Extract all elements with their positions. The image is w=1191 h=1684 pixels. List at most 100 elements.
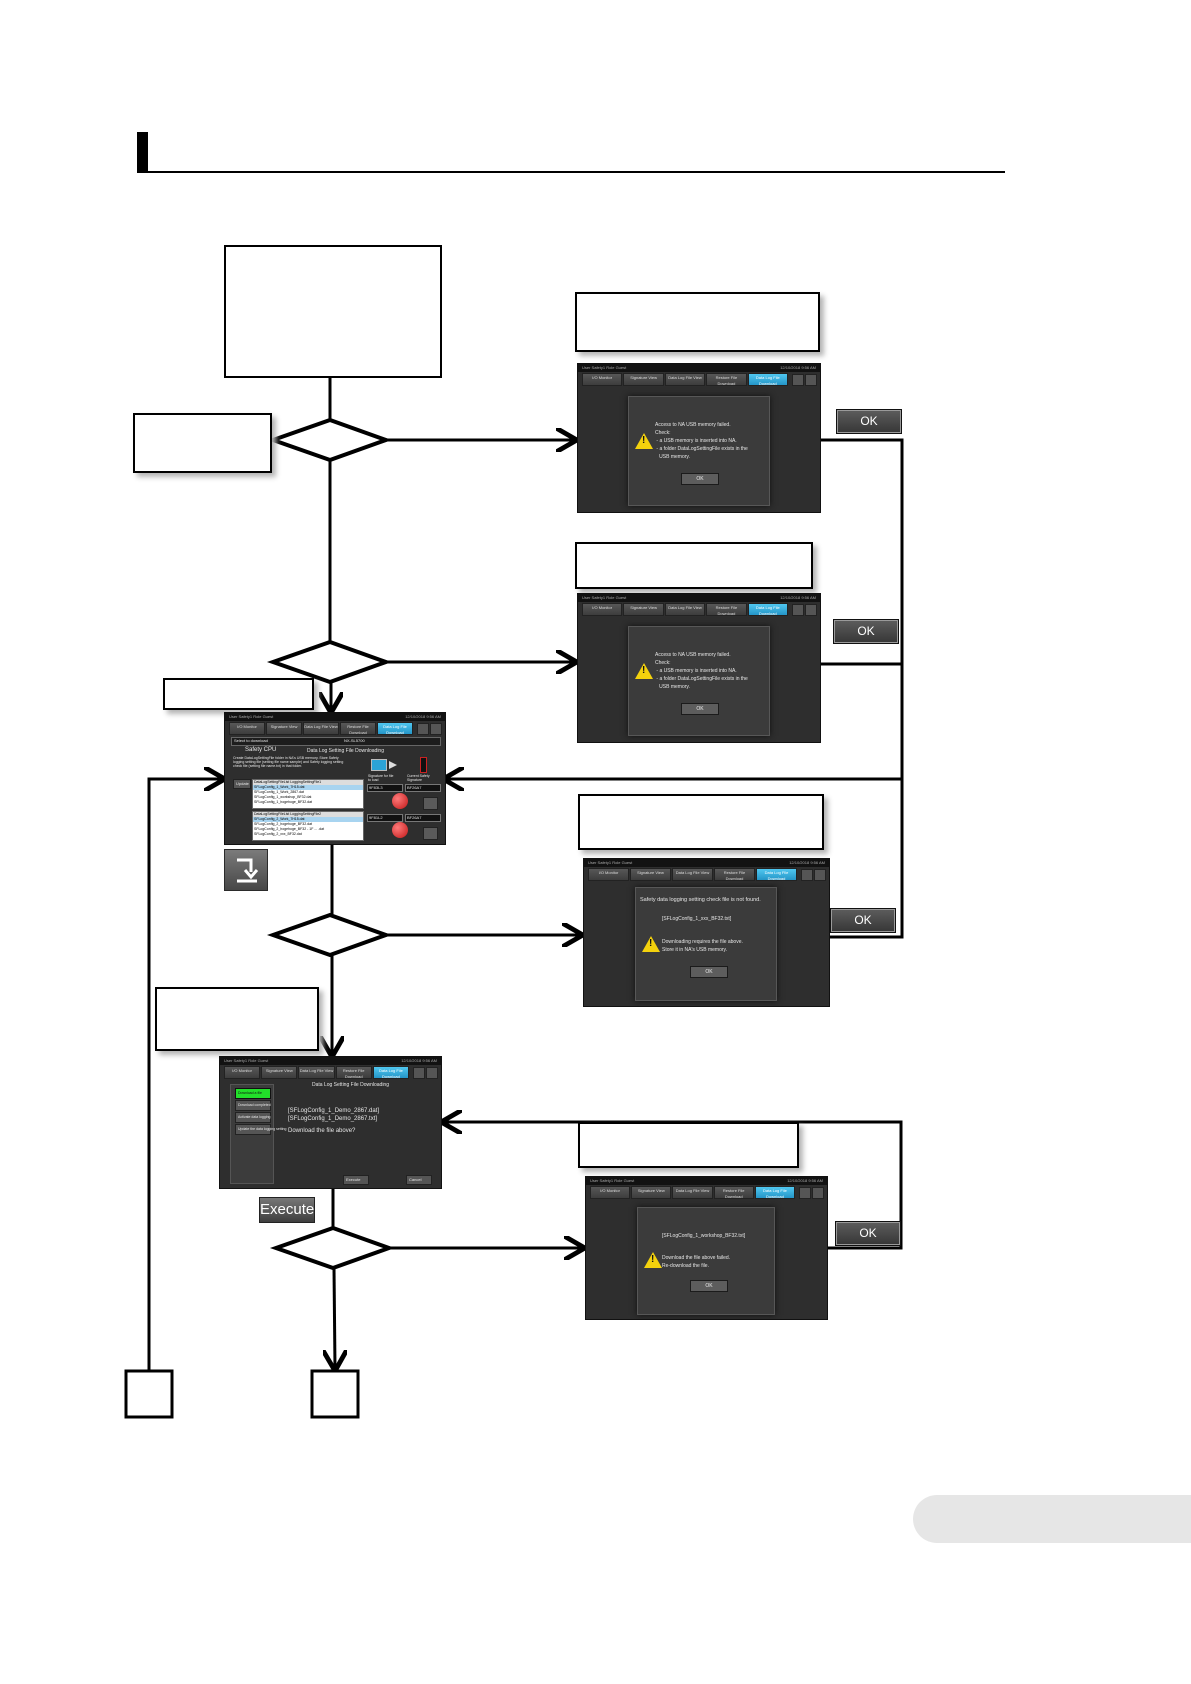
error-caption-box-4 xyxy=(578,1122,799,1168)
tab-data-log-download[interactable]: Data Log File Download xyxy=(372,1066,410,1079)
tab-signature-view[interactable]: Signature View xyxy=(266,722,302,735)
signature-file-text-2: 9F81L2 xyxy=(369,815,383,820)
step-download-file: Download a file xyxy=(235,1088,271,1099)
dialog-ok-button[interactable]: OK xyxy=(690,1280,728,1292)
flow-line-return-1 xyxy=(821,438,904,939)
download-screen-title: Data Log Setting File Downloading xyxy=(307,748,384,754)
update-button[interactable]: Update xyxy=(233,779,251,789)
warning-icon xyxy=(635,433,653,449)
tab-signature-view[interactable]: Signature View xyxy=(261,1066,298,1079)
ok-button-2[interactable]: OK xyxy=(833,619,899,644)
tab-data-log-view[interactable]: Data Log File View xyxy=(664,603,706,616)
execute-button[interactable]: Execute xyxy=(259,1197,315,1223)
download-failed-filename: [SFLogConfig_1_workshop_BF32.txt] xyxy=(662,1233,746,1239)
menu-icon[interactable] xyxy=(812,1187,824,1199)
tab-signature-view[interactable]: Signature View xyxy=(623,373,664,386)
tab-data-log-view[interactable]: Data Log File View xyxy=(672,868,713,881)
signature-compare-button-1[interactable] xyxy=(392,793,408,809)
tab-io-monitor[interactable]: I/O Monitor xyxy=(582,373,623,386)
download-icon-button[interactable] xyxy=(224,849,268,891)
zoom-icon[interactable] xyxy=(413,1067,425,1079)
tab-signature-view[interactable]: Signature View xyxy=(623,603,664,616)
menu-icon[interactable] xyxy=(805,604,817,616)
cancel-button-small[interactable]: Cancel xyxy=(406,1175,432,1185)
menu-icon[interactable] xyxy=(805,374,817,386)
confirm-files: [SFLogConfig_1_Demo_2867.dat] [SFLogConf… xyxy=(288,1108,380,1122)
menu-icon[interactable] xyxy=(814,869,826,881)
dialog-ok-button[interactable]: OK xyxy=(681,473,719,485)
zoom-icon[interactable] xyxy=(792,374,804,386)
tab-restore-download[interactable]: Restore File Download xyxy=(713,1186,754,1199)
tab-data-log-download[interactable]: Data Log File Download xyxy=(756,868,797,881)
hmi-clock: 12/10/2018 9:56 AM xyxy=(787,1178,823,1183)
hmi-clock: 12/10/2018 9:56 AM xyxy=(780,595,816,600)
tab-data-log-download[interactable]: Data Log File Download xyxy=(377,722,413,735)
zoom-icon[interactable] xyxy=(417,723,429,735)
file-list-1-item[interactable]: SFLogConfig_1_workshop_BF32.dat xyxy=(254,795,312,799)
tab-data-log-download[interactable]: Data Log File Download xyxy=(747,373,789,386)
file-list-1-item[interactable]: SFLogConfig_1_Work_2867.dat xyxy=(254,790,304,794)
tab-io-monitor[interactable]: I/O Monitor xyxy=(588,868,629,881)
decision-label-box-2 xyxy=(155,987,319,1051)
tab-io-monitor[interactable]: I/O Monitor xyxy=(582,603,623,616)
tab-data-log-view[interactable]: Data Log File View xyxy=(672,1186,713,1199)
hmi-clock: 12/10/2018 9:56 AM xyxy=(789,860,825,865)
file-list-1-item[interactable]: SFLogConfig_1_hogehoge_BF32.dat xyxy=(254,800,312,804)
tab-data-log-view[interactable]: Data Log File View xyxy=(298,1066,335,1079)
download-icon-button-1[interactable] xyxy=(423,797,438,810)
dialog-ok-button[interactable]: OK xyxy=(681,703,719,715)
tab-data-log-view[interactable]: Data Log File View xyxy=(664,373,706,386)
ok-button-3[interactable]: OK xyxy=(830,908,896,933)
file-list-2-item[interactable]: SFLogConfig_2_hogehoge_BF32.dat xyxy=(254,822,312,826)
menu-icon[interactable] xyxy=(426,1067,438,1079)
tab-data-log-download[interactable]: Data Log File Download xyxy=(754,1186,796,1199)
tab-restore-download[interactable]: Restore File Download xyxy=(335,1066,372,1079)
tab-data-log-view[interactable]: Data Log File View xyxy=(303,722,339,735)
tab-io-monitor[interactable]: I/O Monitor xyxy=(590,1186,631,1199)
update-label: Update xyxy=(236,781,249,786)
connector-left xyxy=(124,1369,174,1419)
menu-icon[interactable] xyxy=(430,723,442,735)
zoom-icon[interactable] xyxy=(792,604,804,616)
tab-io-monitor[interactable]: I/O Monitor xyxy=(224,1066,261,1079)
zoom-icon[interactable] xyxy=(801,869,813,881)
tab-data-log-download[interactable]: Data Log File Download xyxy=(747,603,789,616)
decision-diamond-1 xyxy=(266,417,392,463)
tab-restore-download[interactable]: Restore File Download xyxy=(714,868,755,881)
zoom-icon[interactable] xyxy=(799,1187,811,1199)
file-list-2-item[interactable]: SFLogConfig_2_hogehoge_BF32 - 1F ... .da… xyxy=(254,827,325,831)
file-list-2-item[interactable]: SFLogConfig_2_Work_7H15.dat xyxy=(253,817,363,822)
file-not-found-line1: Safety data logging setting check file i… xyxy=(640,897,761,903)
step-panel: Download a file Download completed Activ… xyxy=(230,1084,286,1184)
dialog-ok-button[interactable]: OK xyxy=(690,966,728,978)
tab-io-monitor[interactable]: I/O Monitor xyxy=(229,722,265,735)
screen-caption-box-1 xyxy=(163,678,314,710)
decision-diamond-4 xyxy=(269,1225,395,1271)
file-list-2-item[interactable]: SFLogConfig_2_xxx_BF32.dat xyxy=(254,832,302,836)
execute-button-small[interactable]: Execute xyxy=(343,1175,369,1185)
file-list-1[interactable]: DataLogSettingFileList LoggingSettingFil… xyxy=(252,779,364,809)
file-not-found-filename: [SFLogConfig_1_xxx_BF32.txt] xyxy=(662,916,732,922)
file-list-2-header: DataLogSettingFileList LoggingSettingFil… xyxy=(253,812,363,817)
decision-diamond-3 xyxy=(266,912,392,958)
current-signature-value-2: BF26A7 xyxy=(405,814,441,822)
signature-compare-button-2[interactable] xyxy=(392,822,408,838)
safety-cpu-label: Safety CPU xyxy=(245,747,277,753)
download-icon-button-2[interactable] xyxy=(423,827,438,840)
connector-right xyxy=(310,1369,360,1419)
file-list-1-item[interactable]: SFLogConfig_1_Work_7H15.dat xyxy=(253,785,363,790)
transfer-arrow-icon xyxy=(389,761,397,769)
tab-restore-download[interactable]: Restore File Download xyxy=(340,722,376,735)
tab-restore-download[interactable]: Restore File Download xyxy=(706,603,747,616)
file-list-2[interactable]: DataLogSettingFileList LoggingSettingFil… xyxy=(252,811,364,841)
tab-signature-view[interactable]: Signature View xyxy=(630,868,671,881)
ok-button-4[interactable]: OK xyxy=(835,1221,901,1246)
ok-button-1[interactable]: OK xyxy=(836,409,902,434)
warning-icon xyxy=(635,663,653,679)
tab-signature-view[interactable]: Signature View xyxy=(631,1186,672,1199)
tab-restore-download[interactable]: Restore File Download xyxy=(706,373,747,386)
